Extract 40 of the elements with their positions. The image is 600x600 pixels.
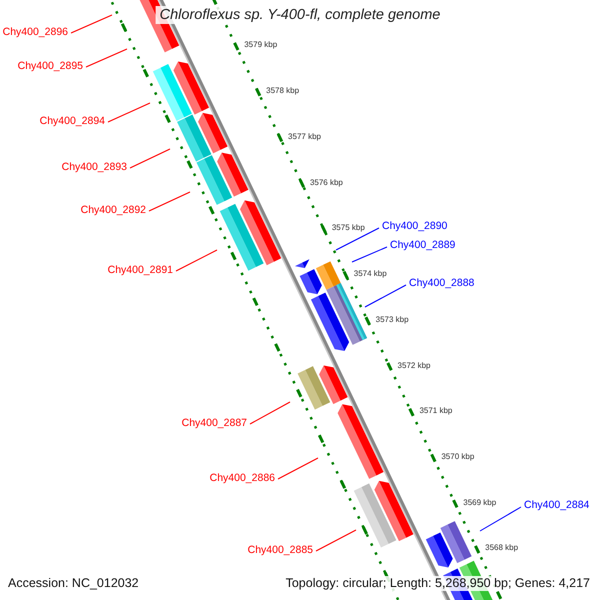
position-tick-label: 3570 kbp (441, 452, 474, 462)
position-tick-label: 3571 kbp (419, 406, 452, 416)
position-tick-label: 3574 kbp (354, 269, 387, 280)
leader-line (316, 530, 356, 552)
gene-label: Chy400_2892 (80, 204, 146, 217)
leader-line (86, 48, 128, 68)
position-tick-label: 3576 kbp (310, 178, 343, 188)
gene-label: Chy400_2887 (182, 417, 247, 430)
gene-label: Chy400_2886 (210, 472, 275, 485)
genome-summary-text: Topology: circular; Length: 5,268,950 bp; Genes: 4,217 (284, 576, 592, 591)
gene-label: Chy400_2889 (390, 239, 456, 252)
position-tick-label: 3577 kbp (288, 132, 321, 142)
position-tick-label: 3579 kbp (244, 40, 278, 50)
gene-label: Chy400_2895 (18, 60, 83, 73)
position-tick-label: 3578 kbp (266, 86, 300, 96)
gene-label: Chy400_2884 (524, 499, 590, 512)
leader-line (250, 402, 290, 424)
leader-line (336, 228, 380, 250)
leader-line (364, 284, 406, 308)
gene-label: Chy400_2888 (409, 277, 474, 290)
leader-line (176, 250, 218, 272)
position-tick-label: 3572 kbp (398, 360, 430, 371)
position-tick-label: 3569 kbp (463, 498, 496, 508)
leader-line (352, 246, 388, 262)
position-tick-label: 3568 kbp (485, 543, 518, 554)
leader-line (480, 506, 522, 532)
gene-label: Chy400_2890 (382, 220, 448, 233)
gene-label: Chy400_2891 (108, 264, 173, 277)
accession-text: Accession: NC_012032 (6, 576, 141, 591)
leader-line (70, 14, 112, 34)
gene-label: Chy400_2885 (248, 544, 313, 557)
gene-label: Chy400_2896 (2, 26, 68, 39)
gene-label: Chy400_2893 (62, 161, 127, 174)
position-tick-label: 3573 kbp (376, 314, 409, 325)
position-tick-label: 3575 kbp (332, 223, 365, 234)
leader-line (130, 148, 170, 168)
gene-label: Chy400_2894 (40, 115, 105, 128)
leader-line (278, 458, 318, 480)
leader-line (148, 192, 190, 212)
leader-line (108, 102, 150, 122)
